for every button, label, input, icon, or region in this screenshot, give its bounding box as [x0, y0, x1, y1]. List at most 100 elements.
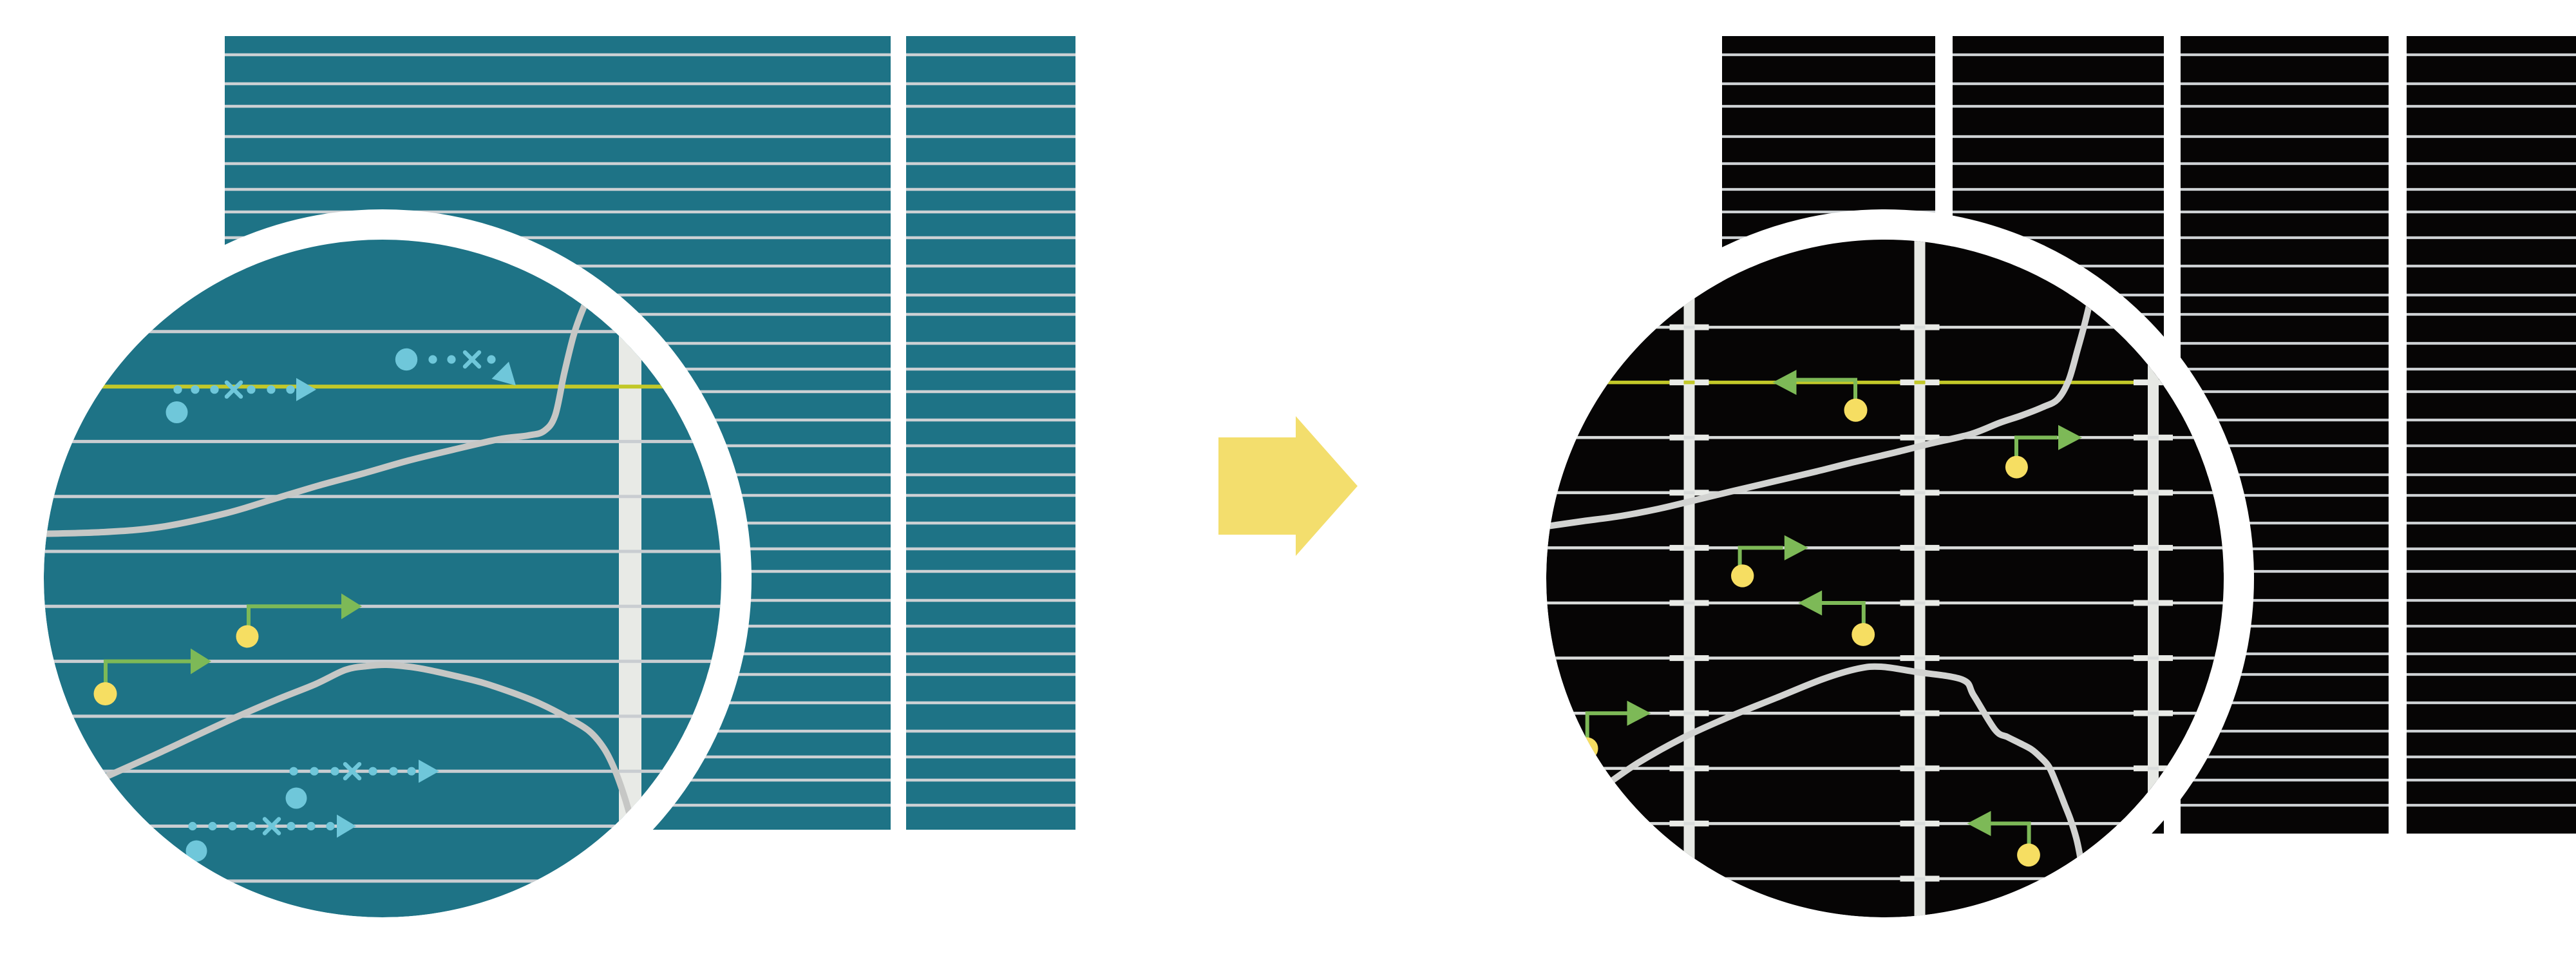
row-end-tick — [1669, 655, 1684, 662]
row-end-tick — [1925, 490, 1940, 496]
dotted-track-row8 — [285, 759, 439, 809]
field-panel-4 — [2407, 36, 2576, 834]
row-end-tick — [1669, 765, 1684, 772]
row-end-tick — [1669, 710, 1684, 716]
dotted-path-dot — [368, 767, 377, 776]
row-origin-yellow-dot — [93, 682, 117, 705]
rejected-cross-icon — [343, 762, 362, 781]
rejected-cross-icon — [462, 350, 482, 369]
row-origin-yellow-dot — [1731, 564, 1754, 587]
dotted-path-dot — [247, 821, 256, 831]
dotted-path-dot — [228, 821, 237, 831]
candidate-start-dot — [285, 787, 307, 809]
dotted-path-dot — [247, 385, 256, 394]
field-panel-2 — [906, 36, 1075, 830]
flag-right-row6 — [93, 648, 211, 705]
green-direction-arrowhead-icon — [341, 593, 362, 620]
candidate-start-dot — [166, 401, 188, 423]
magnifier-ring — [1516, 209, 2254, 948]
row-end-tick — [1925, 820, 1940, 826]
green-flag-line — [1794, 377, 1857, 400]
magnified-strip-gap — [2148, 240, 2159, 917]
row-end-tick — [2134, 655, 2148, 662]
row-end-tick — [1900, 324, 1915, 330]
transition-arrow-layer — [1218, 416, 1358, 556]
row-end-tick — [1900, 379, 1915, 386]
dotted-path-dot — [210, 385, 219, 394]
row-end-tick — [2159, 544, 2173, 551]
row-end-tick — [1900, 434, 1915, 441]
row-origin-yellow-dot — [236, 625, 259, 648]
row-end-tick — [1925, 324, 1940, 330]
row-end-tick — [1900, 820, 1915, 826]
row-end-tick — [1900, 655, 1915, 662]
green-direction-arrowhead-icon — [1784, 535, 1808, 560]
row-end-tick — [1900, 875, 1915, 882]
dotted-path-dot — [188, 821, 197, 831]
dotted-track-above-yellow — [395, 348, 516, 386]
dotted-path-dot — [428, 355, 437, 364]
row-end-tick — [2134, 379, 2148, 386]
green-direction-arrowhead-icon — [191, 648, 211, 674]
dotted-path-arrowhead-icon — [337, 814, 356, 838]
dotted-track-yellow-row — [166, 377, 316, 423]
dotted-path-dot — [267, 385, 276, 394]
row-end-tick — [1925, 434, 1940, 441]
left-magnifier-lens — [14, 209, 752, 948]
row-end-tick — [1925, 710, 1940, 716]
dotted-path-dot — [307, 821, 316, 831]
dotted-path-dot — [173, 385, 182, 394]
dotted-path-dot — [310, 767, 319, 776]
magnified-strip-gap — [1683, 240, 1695, 917]
row-end-tick — [1694, 490, 1709, 496]
green-flag-line — [1585, 711, 1629, 739]
row-end-tick — [1669, 544, 1684, 551]
row-end-tick — [2134, 875, 2148, 882]
row-end-tick — [1694, 820, 1709, 826]
row-end-tick — [1900, 765, 1915, 772]
dotted-path-dot — [330, 767, 339, 776]
dotted-path-dot — [407, 767, 416, 776]
row-end-tick — [1669, 379, 1684, 386]
row-end-tick — [2159, 600, 2173, 606]
row-end-tick — [1900, 600, 1915, 606]
flag-left-row9 — [1967, 810, 2040, 867]
lens-background — [44, 240, 721, 917]
dotted-path-dot — [191, 385, 200, 394]
row-end-tick — [1694, 324, 1709, 330]
row-end-tick — [1925, 544, 1940, 551]
dotted-path-dot — [287, 821, 296, 831]
row-end-tick — [1694, 655, 1709, 662]
row-origin-yellow-dot — [1852, 623, 1875, 646]
flag-left-row5 — [1798, 590, 1875, 646]
row-end-tick — [1925, 600, 1940, 606]
row-end-tick — [1925, 655, 1940, 662]
dotted-path-dot — [286, 385, 295, 394]
right-magnifier-lens — [1516, 209, 2254, 948]
row-origin-yellow-dot — [1844, 398, 1868, 422]
dotted-path-dot — [326, 821, 335, 831]
row-end-tick — [1694, 765, 1709, 772]
row-origin-yellow-dot — [2017, 843, 2040, 867]
row-end-tick — [1694, 379, 1709, 386]
green-direction-arrowhead-icon — [2058, 425, 2082, 450]
row-end-tick — [2159, 875, 2173, 882]
row-end-tick — [2134, 490, 2148, 496]
row-end-tick — [2159, 490, 2173, 496]
row-end-tick — [1900, 710, 1915, 716]
magnifier-ring — [14, 209, 752, 948]
row-end-tick — [2134, 600, 2148, 606]
magnified-strip-gap — [1914, 240, 1926, 917]
dotted-path-arrowhead-icon — [419, 759, 439, 783]
green-flag-line — [1986, 821, 2031, 845]
flag-left-yellow-row — [1772, 370, 1868, 422]
dotted-path-dot — [289, 767, 298, 776]
green-flag-line — [104, 659, 191, 683]
flag-right-row4 — [1731, 535, 1808, 587]
row-end-tick — [1900, 490, 1915, 496]
green-flag-line — [2014, 435, 2058, 457]
row-end-tick — [1925, 765, 1940, 772]
row-end-tick — [1925, 379, 1940, 386]
